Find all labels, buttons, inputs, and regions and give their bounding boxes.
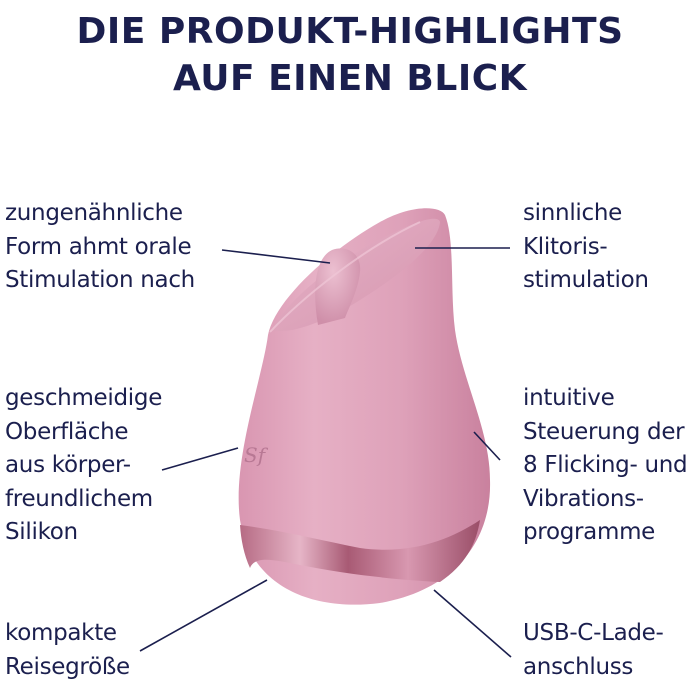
feature-line: programme	[523, 519, 656, 545]
feature-line: sinnliche	[523, 200, 622, 226]
page-title-line-2: AUF EINEN BLICK	[172, 58, 528, 99]
feature-clitoral-stimulation: sinnliche Klitoris- stimulation	[523, 197, 649, 298]
feature-line: Vibrations-	[523, 485, 644, 512]
feature-line: zungenähnliche	[5, 200, 183, 226]
feature-usb-c-charging: USB-C-Lade- anschluss	[523, 617, 664, 684]
callout-line-surface	[161, 447, 239, 471]
product-metal-band	[240, 520, 480, 582]
feature-line: aus körper-	[5, 452, 131, 478]
callout-line-size	[139, 579, 268, 652]
brand-logo-icon: Sf	[244, 443, 269, 467]
callout-line-tongue	[221, 249, 331, 264]
page-title-line-1: DIE PRODUKT-HIGHLIGHTS	[76, 11, 624, 52]
feature-line: anschluss	[523, 653, 634, 680]
feature-tongue-shape: zungenähnliche Form ahmt orale Stimulati…	[5, 197, 195, 298]
feature-travel-size: kompakte Reisegröße	[5, 617, 130, 684]
feature-line: Form ahmt orale	[5, 233, 192, 260]
feature-line: kompakte	[5, 620, 117, 646]
feature-line: Stimulation nach	[5, 267, 195, 293]
callout-line-controls	[473, 431, 501, 461]
feature-intuitive-controls: intuitive Steuerung der 8 Flicking- und …	[523, 382, 688, 550]
feature-silicone-surface: geschmeidige Oberfläche aus körper- freu…	[5, 382, 162, 550]
feature-line: freundlichem	[5, 485, 153, 512]
feature-line: stimulation	[523, 267, 649, 293]
feature-line: Silikon	[5, 519, 78, 545]
product-tongue	[315, 248, 361, 325]
feature-line: Reisegröße	[5, 653, 130, 680]
feature-line: USB-C-Lade-	[523, 620, 664, 646]
feature-line: intuitive	[523, 385, 615, 411]
feature-line: 8 Flicking- und	[523, 452, 688, 478]
feature-line: Klitoris-	[523, 233, 608, 260]
feature-line: Steuerung der	[523, 418, 685, 445]
feature-line: geschmeidige	[5, 385, 163, 411]
feature-line: Oberfläche	[5, 418, 129, 445]
callout-line-usb	[433, 589, 512, 658]
